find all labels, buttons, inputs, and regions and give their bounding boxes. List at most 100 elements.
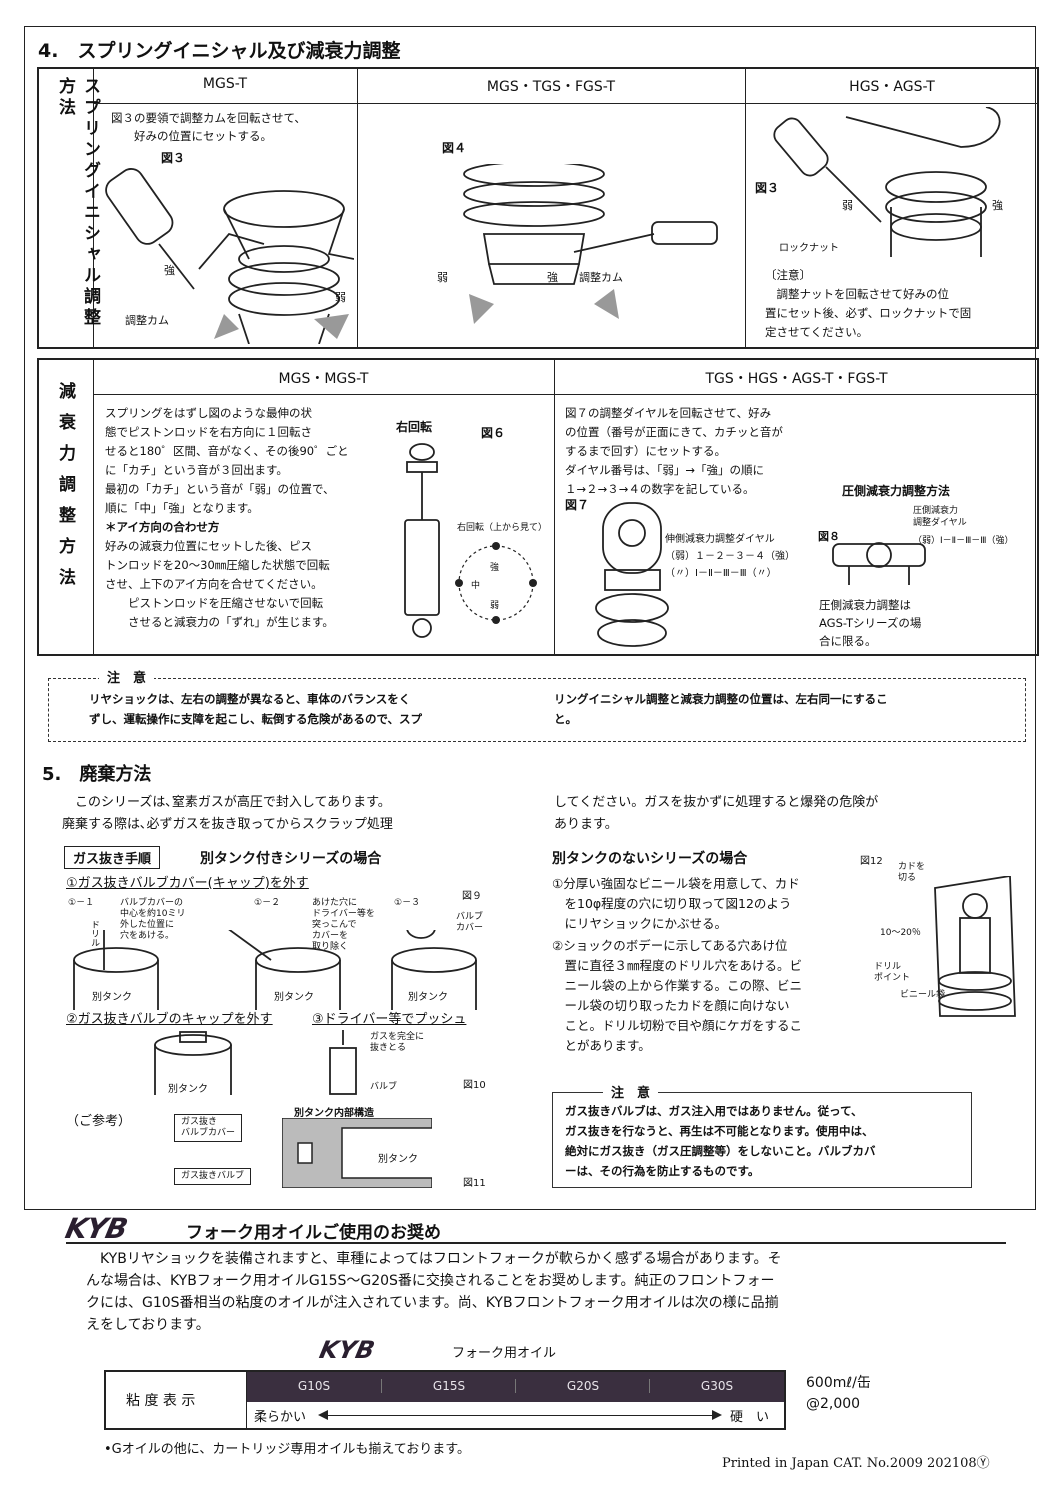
valve-label: バルブ: [370, 1082, 398, 1092]
damping-table: 減衰力調整方法 MGS・MGS-T TGS・HGS・AGS-T・FGS-T スプ…: [37, 358, 1039, 656]
fig10-label: 図10: [463, 1080, 486, 1091]
fig9-illustration: [73, 930, 477, 1010]
tank-label-3: 別タンク: [408, 992, 448, 1003]
caution2-title: 注 意: [603, 1082, 659, 1101]
section5-title: 5. 廃棄方法: [42, 764, 152, 785]
step1-2-label: ①－２: [254, 898, 281, 908]
kyb-logo-2: KYB: [317, 1336, 378, 1364]
tank-label-1: 別タンク: [92, 992, 132, 1003]
gas-procedure-box: ガス抜き手順: [64, 846, 161, 869]
step3-title: ③ドライバー等でプッシュ: [312, 1012, 467, 1027]
arrow-left-head: [318, 1410, 328, 1420]
fig8-label3: （弱）Ⅰ－Ⅱ－Ⅲ－Ⅲ（強）: [913, 536, 1014, 546]
step1-1-label: ①－１: [68, 898, 95, 908]
section4-title: 4. スプリングイニシャル及び減衰力調整: [38, 40, 401, 62]
ref-tank-label: 別タンク: [378, 1154, 418, 1165]
damp-right-text: 図７の調整ダイヤルを回転させて、好み の位置（番号が正面にきて、カチッと音が す…: [565, 406, 783, 496]
step1-3-label: ①－３: [394, 898, 421, 908]
spring-initial-table: スプリングイニシャル調整方法 MGS-T MGS・TGS・FGS-T HGS・A…: [37, 67, 1039, 349]
fig4-label: 図４: [442, 141, 467, 155]
caution-box-1: 注 意 リヤショックは、左右の調整が異なると、車体のバランスをく ずし、運転操作…: [48, 667, 1026, 742]
fig7-dial-scale: （弱）１－２－３－４（強）: [665, 551, 795, 562]
damping-side-label: 減衰力調整方法: [55, 382, 75, 599]
fig8-label: 図８: [818, 530, 840, 543]
fig9-label: 図９: [462, 891, 482, 902]
caution2-text: ガス抜きバルブは、ガス注入用ではありません。従って、 ガス抜きを行なうと、再生は…: [565, 1104, 876, 1178]
fig10-illustration: [154, 1030, 357, 1095]
fig3b-label: 図３: [755, 181, 780, 195]
col1-instruction: 図３の要領で調整カムを回転させて、 好みの位置にセットする。: [111, 111, 306, 143]
fig11-illustration: [282, 1118, 432, 1188]
fig3b-strong: 強: [992, 199, 1003, 212]
spring-side-label: スプリングイニシャル調整方法: [55, 77, 100, 329]
arrow-right-head: [712, 1410, 722, 1420]
f12-dim-label: 10～20％: [880, 928, 921, 938]
fig11-label: 図11: [463, 1178, 486, 1189]
fig4-illustration: [463, 164, 718, 324]
spring-side-cell: スプリングイニシャル調整方法: [39, 69, 100, 347]
caution1-right: リングイニシャル調整と減衰力調整の位置は、左右同一にするこ と。: [554, 692, 888, 726]
fig4-strong: 強: [547, 271, 558, 284]
damp-right-header: TGS・HGS・AGS-T・FGS-T: [705, 371, 888, 387]
step1-2-text: あけた穴に ドライバー等を 突っこんで カバーを 取り除く: [312, 898, 375, 952]
fig6-mid: 中: [471, 581, 481, 591]
grade-g15s: G15S: [381, 1379, 516, 1393]
oil-volume: 600mℓ/缶: [806, 1375, 871, 1391]
damp-left-subtitle: ＊アイ方向の合わせ方: [105, 520, 220, 534]
sec5-intro-right: してください。ガスを抜かずに処理すると爆発の危険が あります。: [554, 795, 879, 832]
ref-structure-label: 別タンク内部構造: [294, 1108, 374, 1119]
notank-step2: ②ショックのボデーに示してある穴あけ位 置に直径３㎜程度のドリル穴をあける。ビ …: [552, 938, 803, 1053]
caution-box-2: 注 意 ガス抜きバルブは、ガス注入用ではありません。従って、 ガス抜きを行なうと…: [552, 1082, 972, 1188]
ref-valve-label: ガス抜きバルブ: [174, 1168, 252, 1185]
kyb-logo: KYB: [62, 1212, 130, 1245]
tank-series-title: 別タンク付きシリーズの場合: [200, 851, 382, 867]
fig3-cam: 調整カム: [125, 314, 169, 327]
fig8-illustration: [832, 542, 926, 585]
caution1-left: リヤショックは、左右の調整が異なると、車体のバランスをく ずし、運転操作に支障を…: [89, 692, 423, 726]
step3-text: ガスを完全に 抜きとる: [370, 1032, 425, 1053]
damp-left-text: スプリングをはずし図のような最伸の状 態でピストンロッドを右方向に１回転さ せる…: [105, 406, 349, 515]
fig4-cam: 調整カム: [579, 271, 623, 284]
grade-g30s: G30S: [649, 1379, 784, 1393]
kyb-body: KYBリヤショックを装備されますと、車種によってはフロントフォークが軟らかく感ず…: [86, 1251, 782, 1333]
fig3-weak: 弱: [335, 291, 346, 304]
soft-hard-arrow: [320, 1415, 718, 1416]
oil-price: @2,000: [806, 1396, 861, 1412]
f12-corner-label: カドを 切る: [898, 862, 926, 883]
f12-bag-label: ビニール袋: [900, 990, 946, 1000]
grade-g20s: G20S: [515, 1379, 650, 1393]
drill-label: ドリル: [89, 920, 99, 947]
fig3b-illustration: [773, 107, 1001, 257]
fig3-illustration: [105, 168, 354, 344]
f12-drill-label: ドリル ポイント: [874, 962, 911, 983]
fig7-dial-scale2: （〃）Ⅰ－Ⅱ－Ⅲ－Ⅲ（〃）: [665, 568, 777, 579]
step1-title: ①ガス抜きバルブカバー(キャップ)を外す: [66, 876, 309, 891]
col3-note-title: 〔注意〕: [765, 268, 811, 282]
notank-title: 別タンクのないシリーズの場合: [552, 851, 748, 867]
damp-left-text2: 好みの減衰力位置にセットした後、ピス トンロッドを20～30㎜圧縮した状態で回転…: [105, 539, 334, 629]
step2-title: ②ガス抜きバルブのキャップを外す: [66, 1012, 273, 1027]
fig3b-locknut: ロックナット: [779, 243, 839, 254]
step1-1-text: バルブカバーの 中心を約10ミリ 外した位置に 穴をあける。: [120, 898, 186, 941]
footnote: •Gオイルの他に、カートリッジ専用オイルも揃えております。: [104, 1442, 471, 1457]
fig8-label1: 圧側減衰力: [913, 506, 959, 516]
comp-note: 圧側減衰力調整は AGS-Tシリーズの場 合に限る。: [819, 598, 922, 648]
grade-g10s: G10S: [297, 1379, 331, 1393]
fig6-weak: 弱: [490, 601, 500, 611]
col-header-mgs-t: MGS-T: [202, 76, 248, 92]
fig3b-weak: 弱: [842, 199, 853, 212]
kyb-heading: フォーク用オイルご使用のお奨め: [186, 1223, 441, 1243]
comp-title: 圧側減衰力調整方法: [842, 484, 951, 498]
fig4-weak: 弱: [437, 271, 448, 284]
tank-label-4: 別タンク: [168, 1084, 208, 1095]
ref-cover-label: ガス抜き バルブカバー: [174, 1114, 243, 1142]
fig7-label: 図７: [565, 498, 590, 512]
fig6-dial-illustration: [455, 542, 537, 624]
valve-cover-label: バルブ カバー: [456, 912, 484, 933]
fig3-label: 図３: [161, 151, 186, 165]
fig6-caption: 右回転（上から見て）: [457, 523, 548, 533]
fig7-dial-label: 伸側減衰力調整ダイヤル: [665, 534, 775, 545]
fig8-label2: 調整ダイヤル: [913, 518, 967, 528]
damp-left-header: MGS・MGS-T: [278, 371, 369, 387]
col-header-hgs-ags-t: HGS・AGS-T: [849, 79, 935, 95]
